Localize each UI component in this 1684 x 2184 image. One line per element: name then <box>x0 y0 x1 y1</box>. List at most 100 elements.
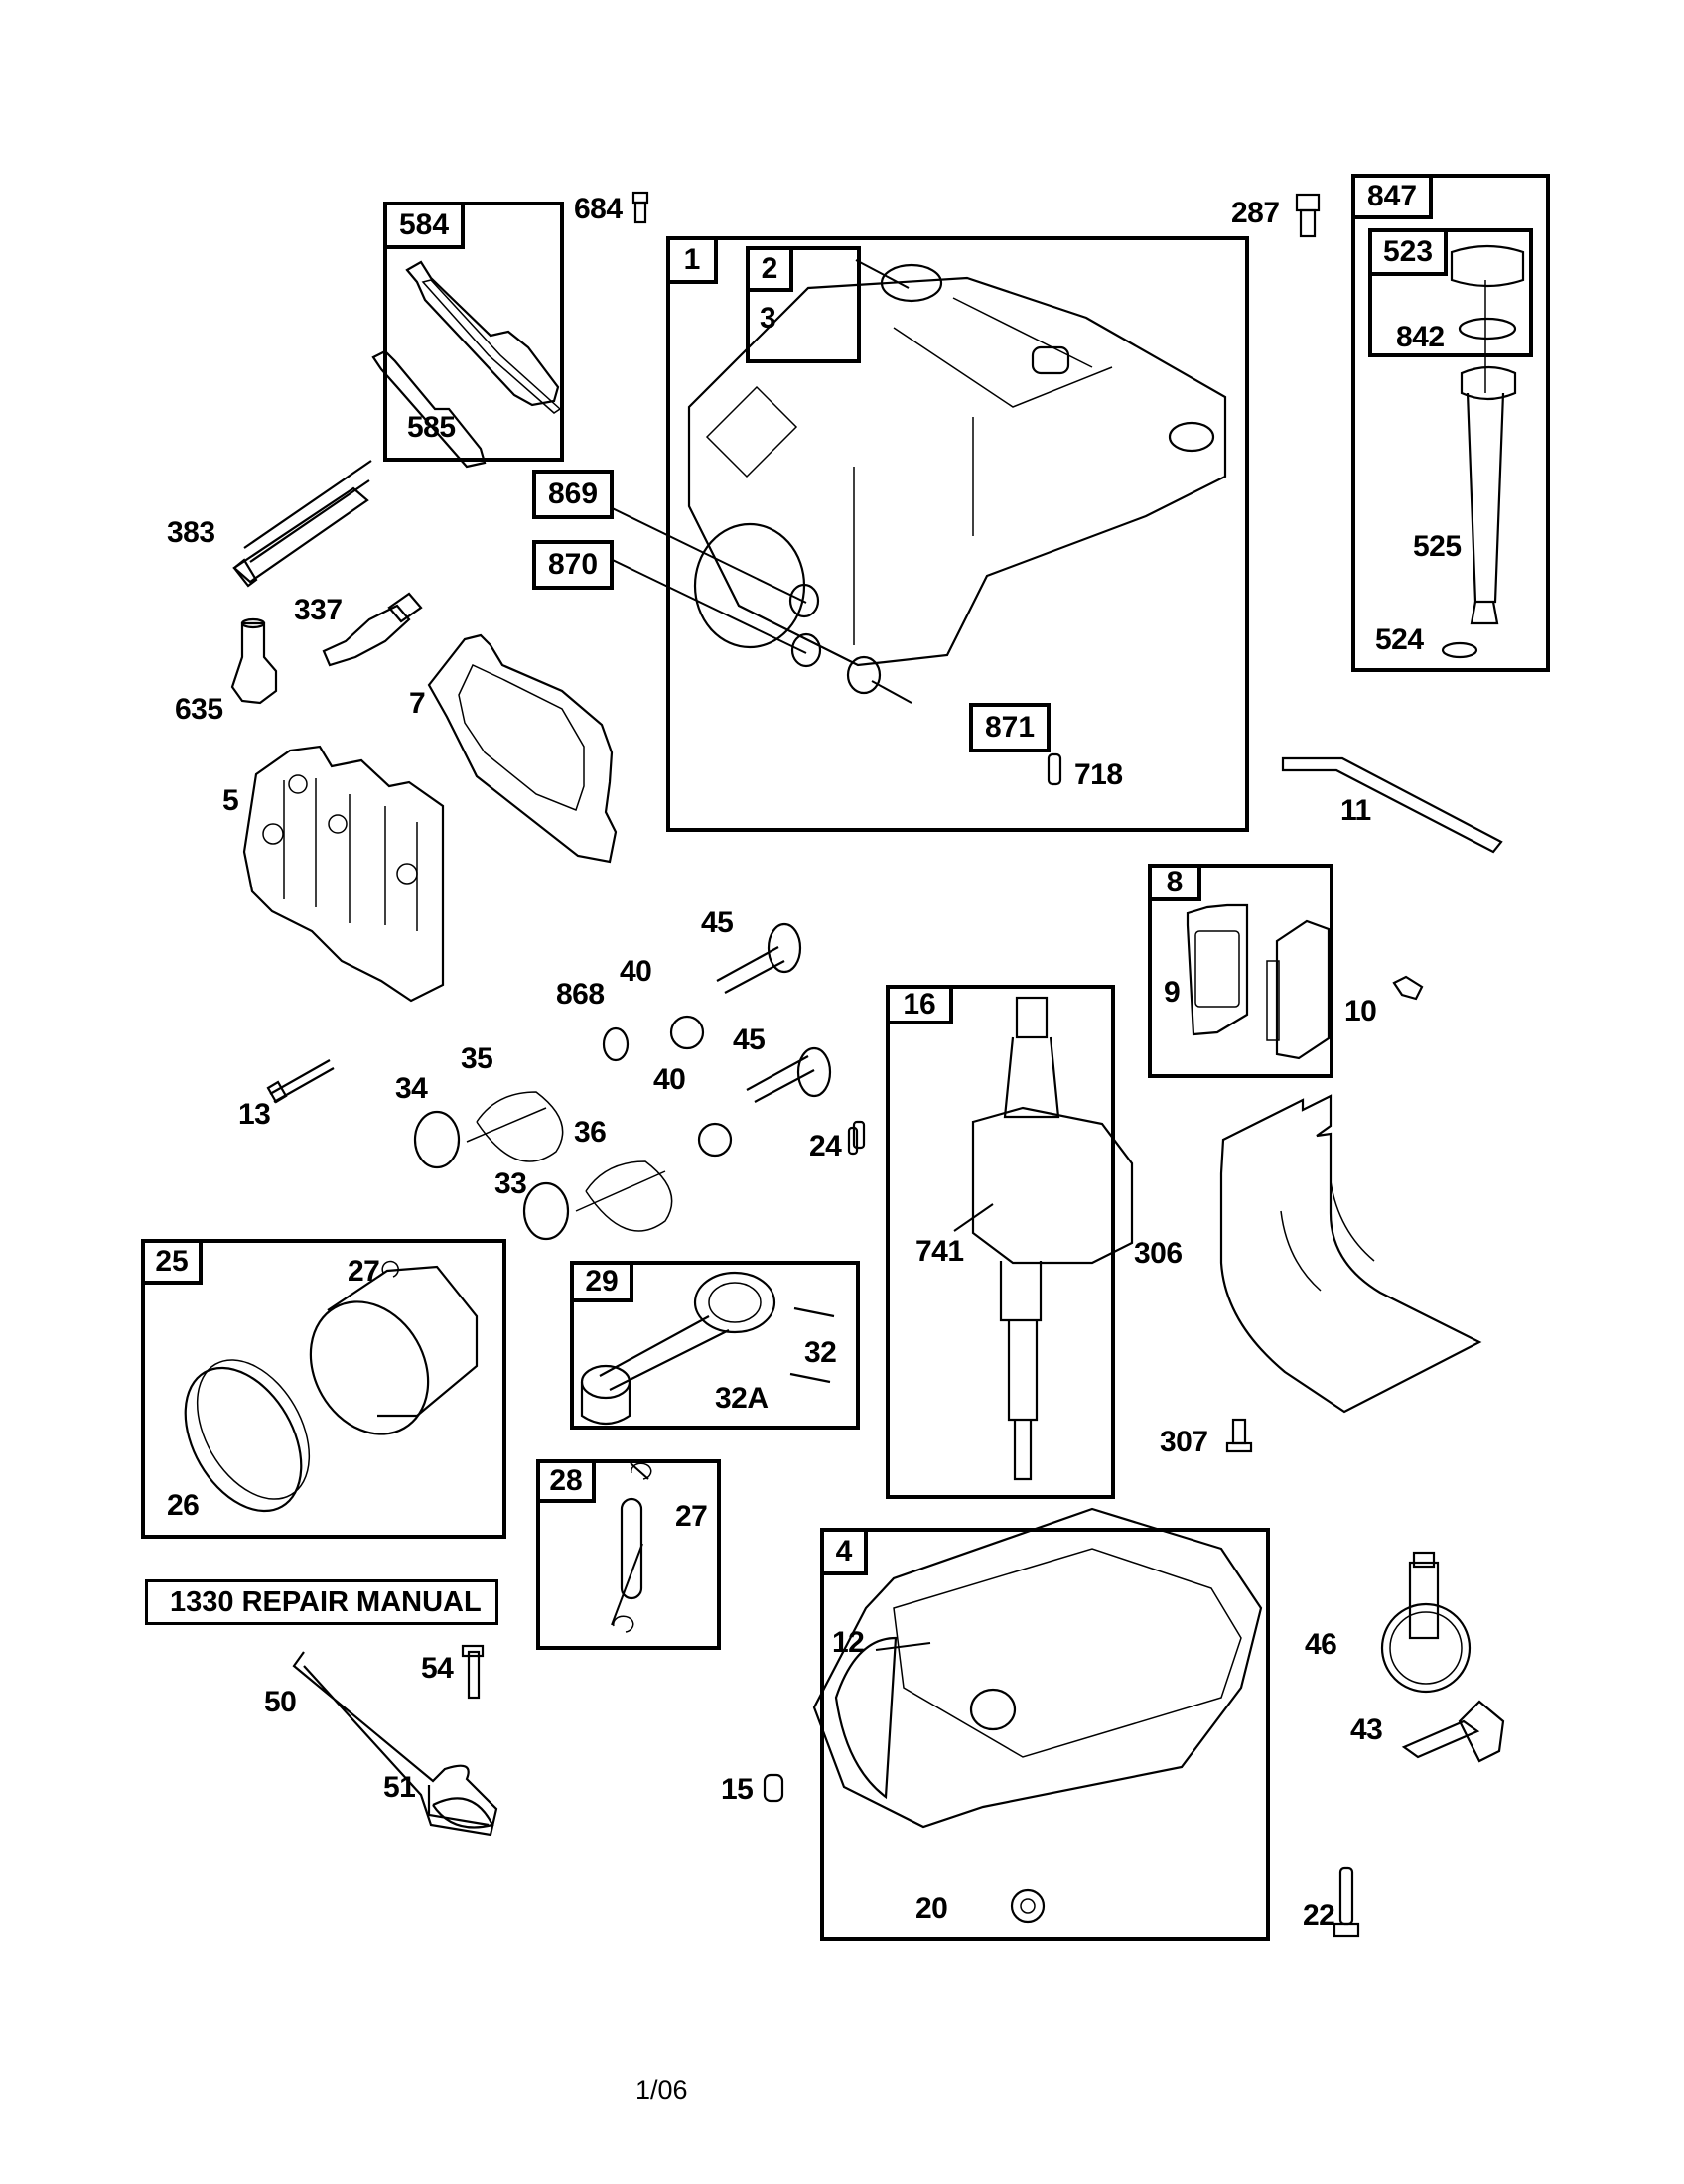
label-26: 26 <box>167 1489 200 1522</box>
assembly-frame-4 <box>820 1528 1270 1941</box>
label-40-top: 40 <box>620 955 652 988</box>
assembly-frame-2 <box>746 246 861 363</box>
label-5: 5 <box>222 784 239 817</box>
label-9: 9 <box>1164 976 1181 1009</box>
label-45-top: 45 <box>701 906 734 939</box>
assembly-label-4: 4 <box>820 1528 868 1575</box>
assembly-label-584: 584 <box>383 202 465 249</box>
label-32: 32 <box>804 1336 837 1369</box>
label-525: 525 <box>1413 530 1462 563</box>
governor-43 <box>1401 1700 1505 1763</box>
piston-pin-28 <box>613 1462 652 1633</box>
label-12: 12 <box>832 1626 865 1659</box>
label-35: 35 <box>461 1042 493 1075</box>
label-287: 287 <box>1231 197 1280 229</box>
callout-869: 869 <box>532 470 614 519</box>
callout-870: 870 <box>532 540 614 590</box>
assembly-label-28: 28 <box>536 1459 596 1503</box>
label-10: 10 <box>1344 995 1377 1027</box>
dipstick-tube-847 <box>1441 244 1525 659</box>
assembly-frame-25 <box>141 1239 506 1539</box>
assembly-label-8: 8 <box>1148 864 1201 901</box>
label-306: 306 <box>1134 1237 1183 1270</box>
piston-25 <box>184 1260 479 1513</box>
spark-plug-337 <box>322 592 423 667</box>
label-684: 684 <box>574 193 623 225</box>
label-13: 13 <box>238 1098 271 1131</box>
label-36: 36 <box>574 1116 607 1149</box>
assembly-frame-847 <box>1351 174 1550 672</box>
label-3: 3 <box>760 302 776 335</box>
label-51: 51 <box>383 1771 416 1804</box>
label-22: 22 <box>1303 1899 1335 1932</box>
label-54: 54 <box>421 1652 454 1685</box>
screw-10 <box>1392 975 1424 1001</box>
intake-50 <box>292 1644 498 1837</box>
assembly-frame-523 <box>1368 228 1533 357</box>
plug-287 <box>1295 193 1321 238</box>
assembly-frame-584 <box>383 202 564 462</box>
cam-gear-46 <box>1380 1551 1472 1694</box>
label-46: 46 <box>1305 1628 1337 1661</box>
label-635: 635 <box>175 693 223 726</box>
dipstick-tube-11 <box>1281 756 1503 854</box>
label-27-pin: 27 <box>675 1500 708 1533</box>
shield-306 <box>1219 1094 1482 1414</box>
label-585: 585 <box>407 411 456 444</box>
callout-871: 871 <box>969 703 1051 752</box>
label-40-bottom: 40 <box>653 1063 686 1096</box>
part-383 <box>232 460 372 588</box>
assembly-label-16: 16 <box>886 985 953 1024</box>
label-842: 842 <box>1396 321 1445 353</box>
spark-plug-boot-635 <box>230 617 278 705</box>
breather-8 <box>1186 903 1331 1060</box>
label-383: 383 <box>167 516 215 549</box>
assembly-label-1: 1 <box>666 236 718 284</box>
label-34: 34 <box>395 1072 428 1105</box>
cylinder-head-5 <box>242 745 445 1003</box>
assembly-label-25: 25 <box>141 1239 203 1285</box>
label-27-piston: 27 <box>348 1255 380 1288</box>
leader-27-bottom <box>611 1543 643 1626</box>
label-32A: 32A <box>715 1382 769 1415</box>
assembly-frame-29 <box>570 1261 860 1430</box>
repair-manual-reference: 1330 REPAIR MANUAL <box>145 1579 498 1625</box>
label-11: 11 <box>1340 794 1371 827</box>
page-footer-date: 1/06 <box>635 2075 688 2105</box>
label-24: 24 <box>809 1130 842 1162</box>
leader-869 <box>593 498 807 604</box>
pin-24 <box>847 1126 859 1156</box>
label-718: 718 <box>1074 758 1123 791</box>
assembly-label-2: 2 <box>746 246 793 292</box>
label-868: 868 <box>556 978 605 1011</box>
leader-12 <box>875 1642 931 1651</box>
head-gasket-7 <box>427 633 618 864</box>
plug-15 <box>763 1773 784 1803</box>
assembly-frame-8 <box>1148 864 1333 1078</box>
label-524: 524 <box>1375 623 1424 656</box>
label-337: 337 <box>294 594 343 626</box>
label-741: 741 <box>915 1235 964 1268</box>
label-50: 50 <box>264 1686 297 1718</box>
leader-870 <box>593 550 807 654</box>
label-20: 20 <box>915 1892 948 1925</box>
sump-4 <box>812 1507 1263 1924</box>
bolt-13 <box>266 1059 335 1104</box>
label-33: 33 <box>494 1167 527 1200</box>
screw-307 <box>1225 1418 1253 1453</box>
assembly-frame-1 <box>666 236 1249 832</box>
label-307: 307 <box>1160 1426 1208 1458</box>
bolt-22 <box>1333 1866 1360 1938</box>
label-43: 43 <box>1350 1713 1383 1746</box>
screw-684 <box>632 191 649 224</box>
crankshaft-16 <box>971 996 1134 1481</box>
assembly-label-847: 847 <box>1351 174 1433 219</box>
cylinder-block-1 <box>687 263 1227 695</box>
label-7: 7 <box>409 687 426 720</box>
dowel-718 <box>1047 752 1062 786</box>
connecting-rod-29 <box>580 1271 835 1426</box>
assembly-frame-16 <box>886 985 1115 1499</box>
assembly-label-523: 523 <box>1368 228 1448 276</box>
assembly-frame-28 <box>536 1459 721 1650</box>
